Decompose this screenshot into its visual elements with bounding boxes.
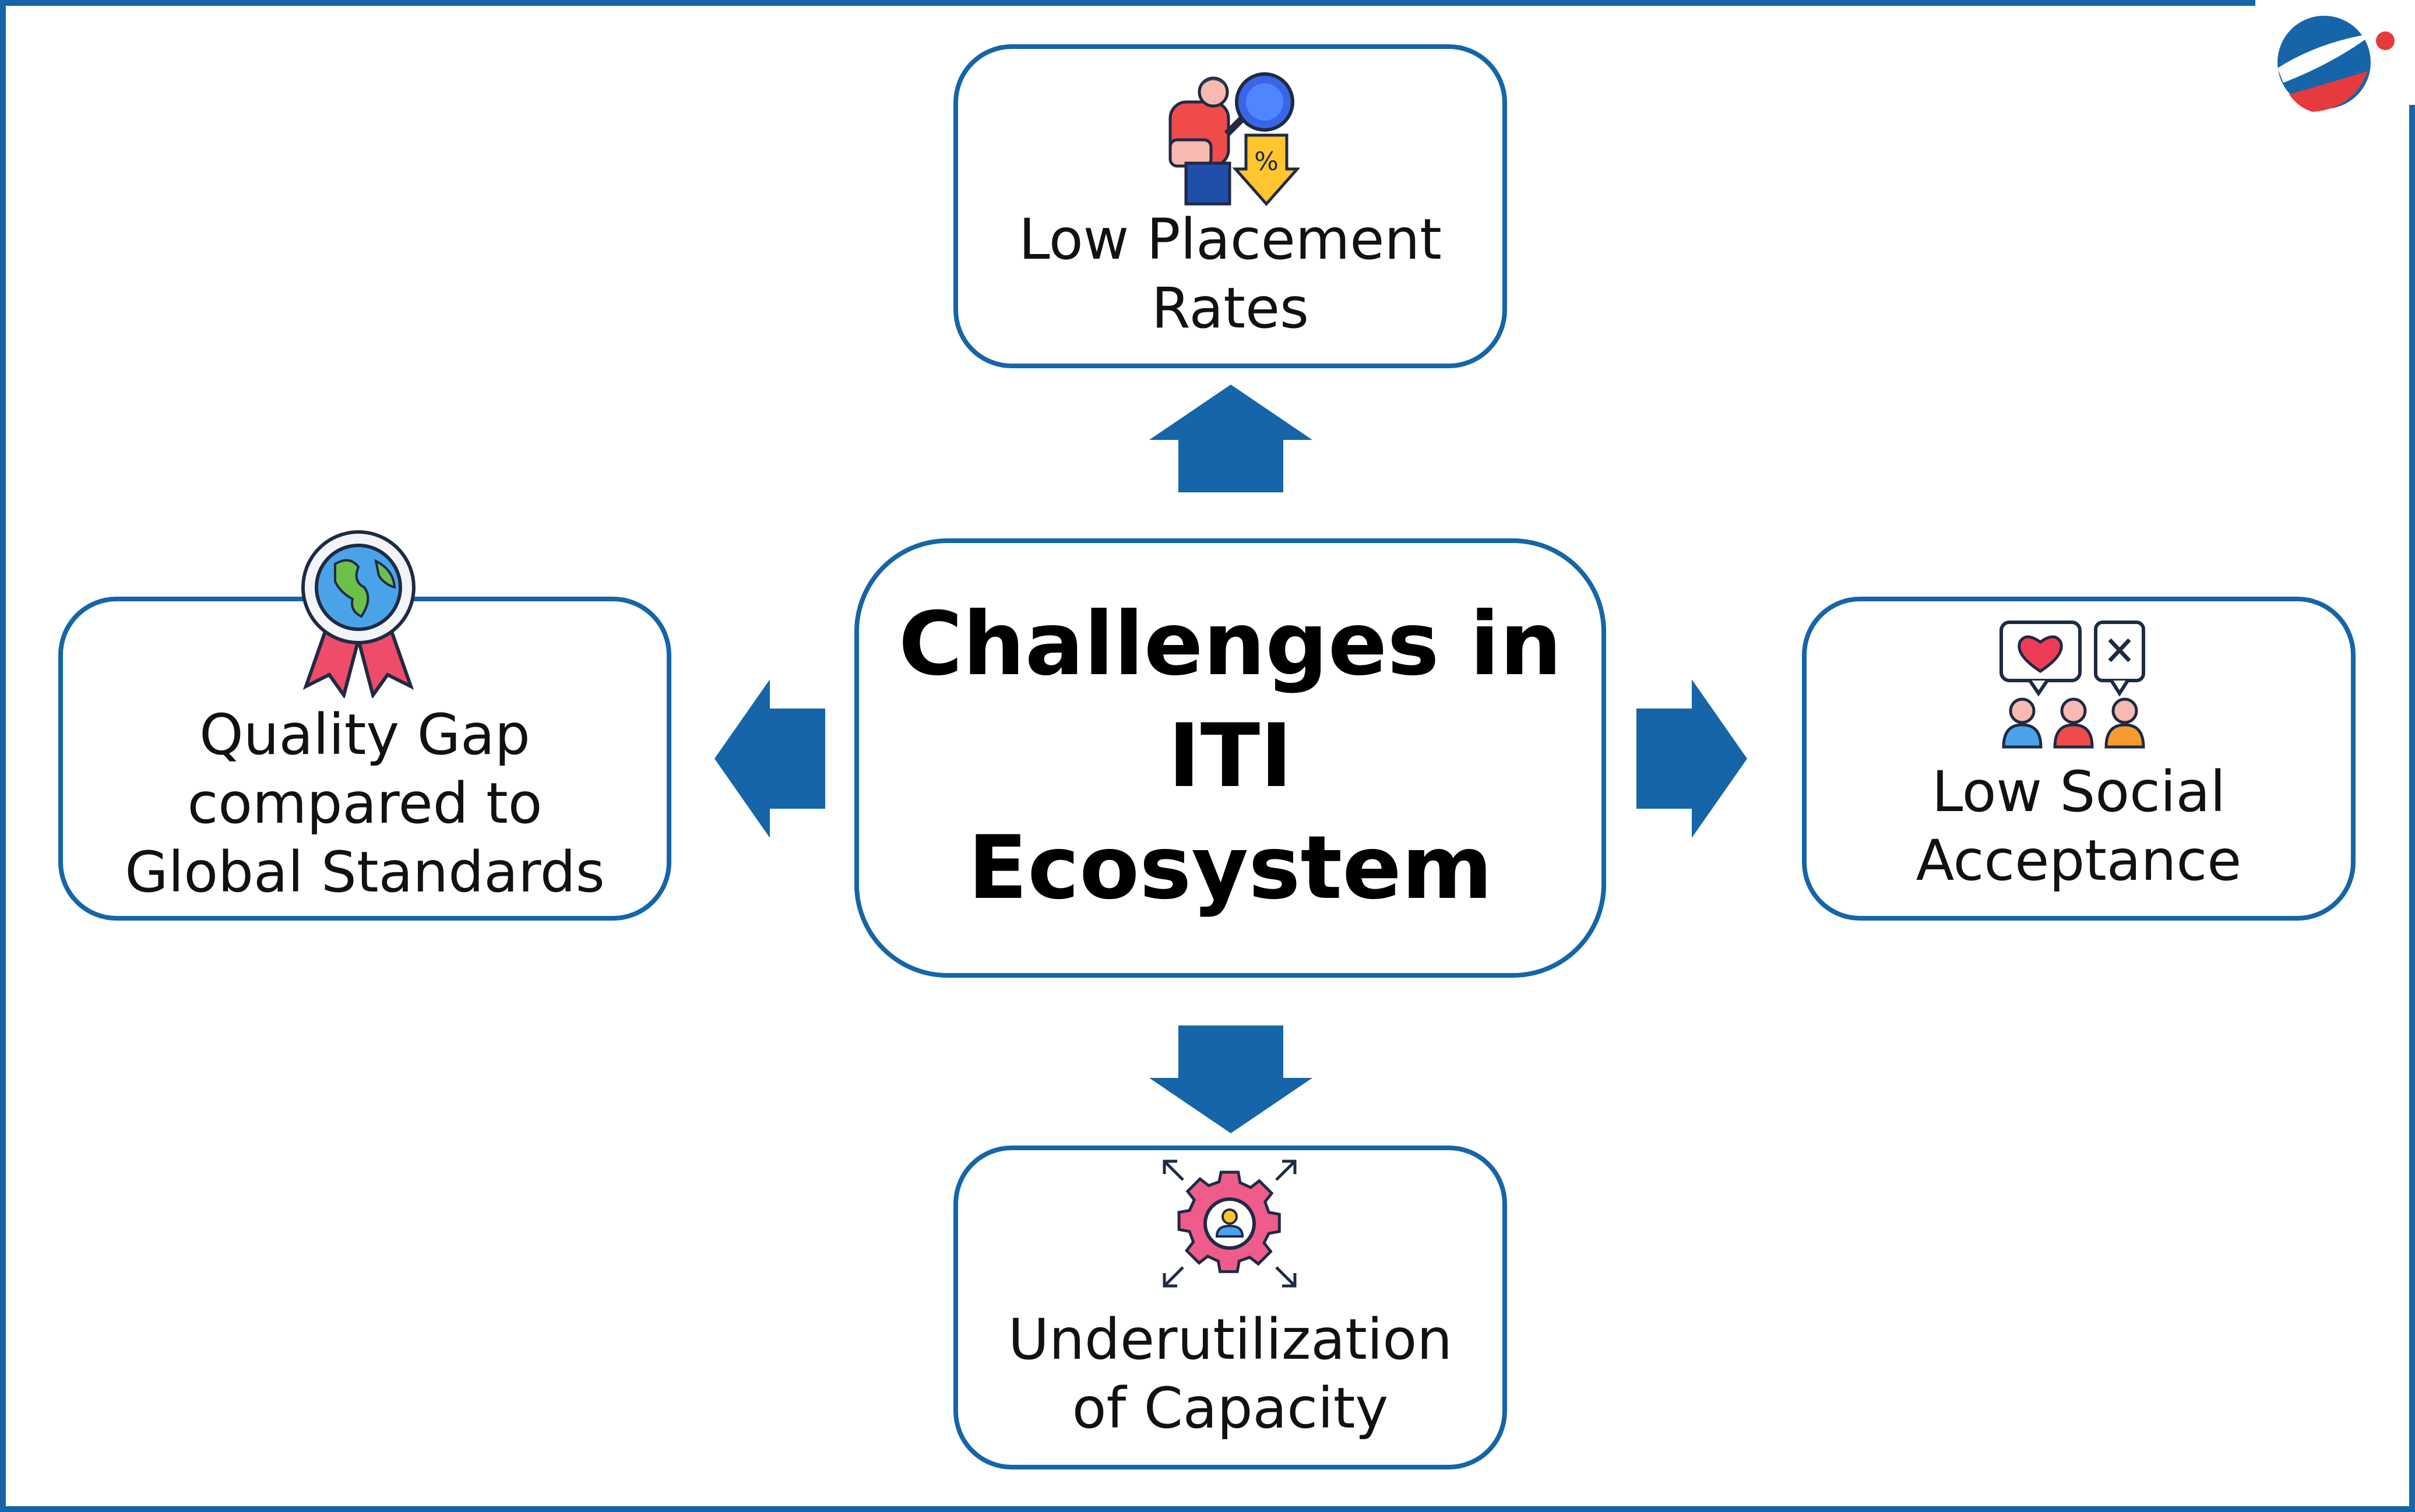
node-label-line: compared to [187,771,543,836]
gear-person-expand-icon [1163,1159,1297,1288]
node-bottom-label: Underutilization of Capacity [958,1305,1502,1443]
person-magnifier-percent-down-icon: % [1168,72,1300,206]
frame-border-right [2409,105,2415,1512]
node-label-line: Global Standards [125,840,605,905]
center-node: Challenges in ITI Ecosystem [854,538,1606,978]
frame-border-top [0,0,2255,6]
globe-award-ribbon-icon [301,530,416,698]
arrow-left [714,679,825,838]
node-label-line: Quality Gap [199,702,530,767]
arrow-down [1149,1025,1312,1133]
node-label-line: Low Social [1931,759,2226,824]
center-title: Challenges in ITI Ecosystem [859,588,1601,924]
node-label-line: Low Placement [1019,207,1442,272]
frame-border-left [0,0,6,1512]
arrow-right [1636,679,1747,838]
center-title-line: Ecosystem [967,817,1493,919]
node-top: Low Placement Rates [953,44,1507,368]
node-label-line: Underutilization [1008,1307,1453,1372]
center-title-line: ITI [1168,706,1293,807]
node-top-label: Low Placement Rates [958,205,1502,343]
people-reactions-icon [1999,621,2145,749]
frame-border-bottom [0,1506,2415,1512]
node-label-line: Rates [1151,276,1309,341]
brand-logo-icon [2277,16,2395,112]
svg-text:%: % [1254,147,1279,177]
node-label-line: Acceptance [1916,828,2242,893]
arrow-up [1149,385,1312,492]
node-label-line: of Capacity [1072,1376,1389,1441]
node-right-label: Low Social Acceptance [1807,757,2351,895]
center-title-line: Challenges in [898,594,1562,695]
node-left-label: Quality Gap compared to Global Standards [63,700,667,907]
